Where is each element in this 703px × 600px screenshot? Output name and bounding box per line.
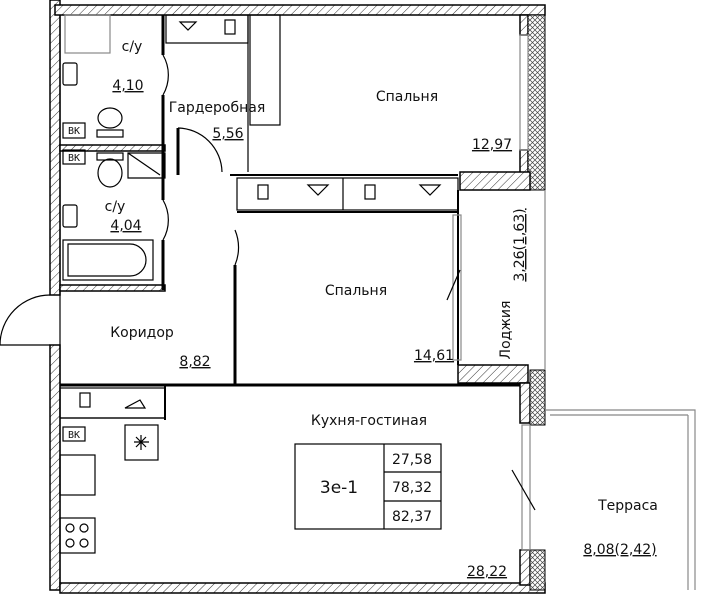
sink-icon [62,204,78,228]
room-name-kitchen-living: Кухня-гостиная [311,413,427,429]
room-name-corridor: Коридор [110,325,174,341]
closet [236,177,459,211]
exterior-walls [49,0,546,594]
windows [446,34,696,590]
room-area-terrace: 8,08(2,42) [583,542,656,558]
fixtures [59,14,459,554]
bathtub-icon [62,239,154,281]
vk-label: ВК [68,430,80,441]
room-area-kitchen-living: 28,22 [467,564,507,580]
room-area-loggia: 3,26(1,63) [512,208,528,281]
vk-label: ВК [68,126,80,137]
room-name-bedroom-1: Спальня [376,89,438,105]
hanger-icon [124,21,442,409]
room-area-bathroom-2: 4,04 [110,218,141,234]
room-area-bedroom-2: 14,61 [414,348,454,364]
stove-icon [59,517,96,554]
room-name-loggia: Лоджия [498,301,514,360]
room-name-terrace: Терраса [597,498,658,514]
toilet-icon [97,158,123,188]
closet [59,387,166,419]
room-area-wardrobe: 5,56 [212,126,243,142]
living-area: 27,58 [392,452,432,468]
room-name-bedroom-2: Спальня [325,283,387,299]
doors [0,54,240,346]
apartment-summary-box: 3е-1 27,58 78,32 82,37 [294,443,442,530]
room-name-wardrobe: Гардеробная [169,100,266,116]
room-area-bathroom-1: 4,10 [112,78,143,94]
kitchen-sink-icon [59,454,96,496]
room-labels: с/у 4,10 Гардеробная 5,56 Спальня 12,97 … [68,39,658,580]
shoe-icon [224,19,236,35]
room-area-bedroom-1: 12,97 [472,137,512,153]
room-name-bathroom-2: с/у [105,199,126,215]
ventilation-icon [134,435,149,450]
room-name-bathroom-1: с/у [122,39,143,55]
wardrobe [249,14,281,126]
shower-tray [64,14,111,54]
wardrobe [165,14,249,44]
sink-icon [62,62,78,86]
interior-walls [59,15,520,583]
toilet-icon [97,107,123,129]
total-area: 78,32 [392,480,432,496]
vk-label: ВК [68,153,80,164]
total-area-with-outdoor: 82,37 [392,509,432,525]
apartment-type: 3е-1 [320,478,358,498]
room-area-corridor: 8,82 [179,354,210,370]
